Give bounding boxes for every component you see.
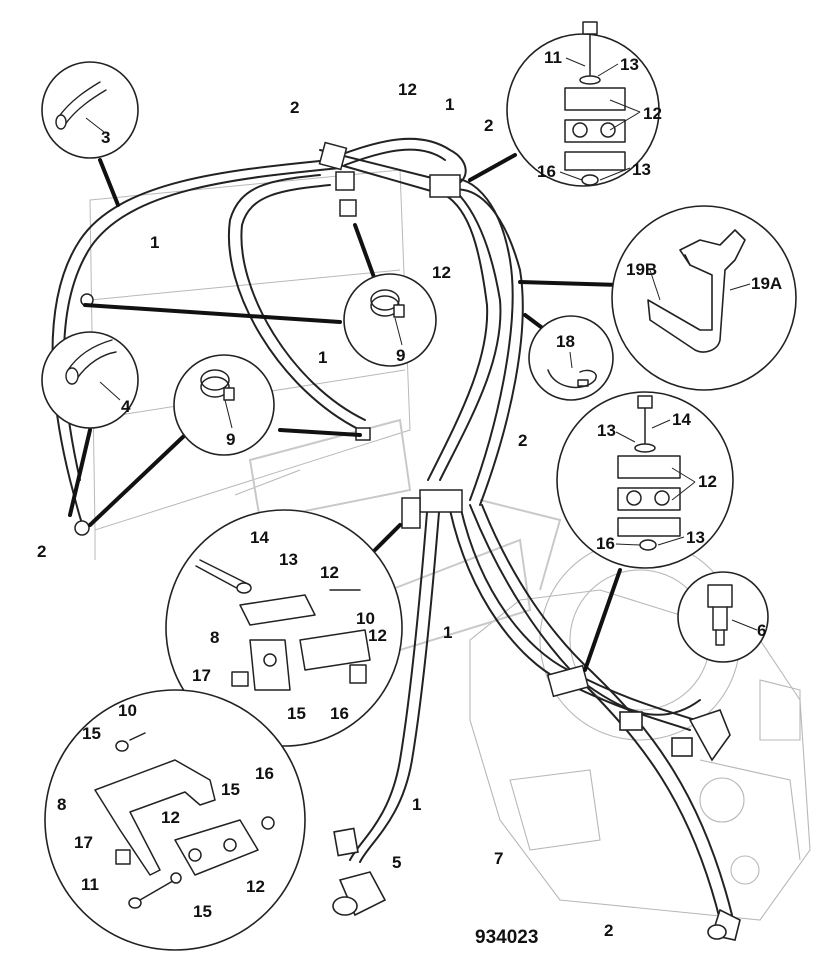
label-9: 9 — [226, 430, 235, 449]
detail-left-label-17: 17 — [192, 666, 211, 685]
detail-circle-sleeve-4 — [41, 331, 139, 429]
hose-clamp-icon — [200, 369, 235, 401]
detail-circle-clamp-9-right — [343, 273, 437, 367]
label-1: 1 — [318, 348, 327, 367]
detail-bottom-label-16: 16 — [255, 764, 274, 783]
detail-bottom-label-10: 10 — [118, 701, 137, 720]
label-2: 2 — [518, 431, 527, 450]
label-2: 2 — [604, 921, 613, 940]
detail-bottom-label-12: 12 — [246, 877, 265, 896]
detail-mid-label-12: 12 — [698, 472, 717, 491]
detail-mid-label-14: 14 — [672, 410, 691, 429]
figure-reference-number: 934023 — [475, 927, 538, 948]
clamp-block-icon — [419, 489, 463, 513]
pressure-sensor-icon — [707, 584, 733, 646]
detail-circle-mid-clamp — [556, 391, 734, 569]
detail-bottom-label-15: 15 — [193, 902, 212, 921]
bracket-icon — [401, 497, 421, 529]
detail-mid-label-13: 13 — [597, 421, 616, 440]
detail-top-label-13: 13 — [620, 55, 639, 74]
clamp-block-icon — [318, 141, 348, 171]
detail-left-label-13: 13 — [279, 550, 298, 569]
detail-left-label-12: 12 — [368, 626, 387, 645]
detail-bottom-label-17: 17 — [74, 833, 93, 852]
detail-mid-label-13: 13 — [686, 528, 705, 547]
detail-bottom-label-12: 12 — [161, 808, 180, 827]
corrugated-sleeve-icon — [65, 339, 117, 385]
leader-lines — [68, 153, 622, 672]
label-1: 1 — [412, 795, 421, 814]
detail-left-label-10: 10 — [356, 609, 375, 628]
label-12: 12 — [398, 80, 417, 99]
bracket-icon — [94, 732, 275, 909]
clamp-block-icon — [339, 199, 357, 217]
label-7: 7 — [494, 849, 503, 868]
detail-left-label-14: 14 — [250, 528, 269, 547]
label-19a: 19A — [751, 274, 782, 293]
label-6: 6 — [757, 621, 766, 640]
label-18: 18 — [556, 332, 575, 351]
detail-bottom-label-11: 11 — [81, 875, 99, 894]
label-4: 4 — [121, 397, 131, 416]
label-1: 1 — [150, 233, 159, 252]
detail-bottom-label-8: 8 — [57, 795, 66, 814]
detail-circle-clamp-9-left — [173, 354, 275, 456]
detail-leaders — [85, 57, 758, 631]
detail-left-label-8: 8 — [210, 628, 219, 647]
bracket-icon — [647, 229, 746, 353]
detail-left-label-15: 15 — [287, 704, 306, 723]
label-2: 2 — [290, 98, 299, 117]
label-9: 9 — [396, 346, 405, 365]
detail-top-label-11: 11 — [544, 48, 562, 67]
label-1: 1 — [443, 623, 452, 642]
cable-tie-icon — [547, 369, 597, 389]
clamp-block-icon — [617, 395, 681, 551]
detail-circle-bracket-19 — [611, 205, 797, 391]
detail-circle-sensor-6 — [677, 571, 769, 663]
detail-bottom-label-15: 15 — [221, 780, 240, 799]
clamp-block-icon — [335, 171, 355, 191]
hose-clamp-icon — [370, 289, 405, 318]
detail-left-label-16: 16 — [330, 704, 349, 723]
label-19b: 19B — [626, 260, 657, 279]
hose-bundle — [51, 137, 733, 921]
label-2: 2 — [484, 116, 493, 135]
label-5: 5 — [392, 853, 401, 872]
detail-left-label-12: 12 — [320, 563, 339, 582]
label-12: 12 — [432, 263, 451, 282]
detail-top-label-16: 16 — [537, 162, 556, 181]
corrugated-sleeve-icon — [55, 81, 107, 130]
detail-top-label-12: 12 — [643, 104, 662, 123]
detail-circle-sleeve-3 — [41, 61, 139, 159]
detail-top-label-13: 13 — [632, 160, 651, 179]
detail-circle-bottom-assembly — [44, 689, 306, 951]
callout-labels: 1 1 1 1 1 2 2 2 2 2 3 4 5 6 7 9 9 12 12 … — [37, 48, 782, 948]
clamp-block-icon — [429, 174, 461, 198]
detail-mid-label-16: 16 — [596, 534, 615, 553]
label-2: 2 — [37, 542, 46, 561]
detail-circle-left-assembly — [165, 509, 403, 747]
label-1: 1 — [445, 95, 454, 114]
detail-bottom-label-15: 15 — [82, 724, 101, 743]
hose-clamps — [74, 141, 590, 698]
clamp-block-icon — [546, 664, 590, 698]
hose-fitting-icon — [332, 709, 741, 941]
bracket-icon — [195, 559, 371, 691]
label-3: 3 — [101, 128, 110, 147]
